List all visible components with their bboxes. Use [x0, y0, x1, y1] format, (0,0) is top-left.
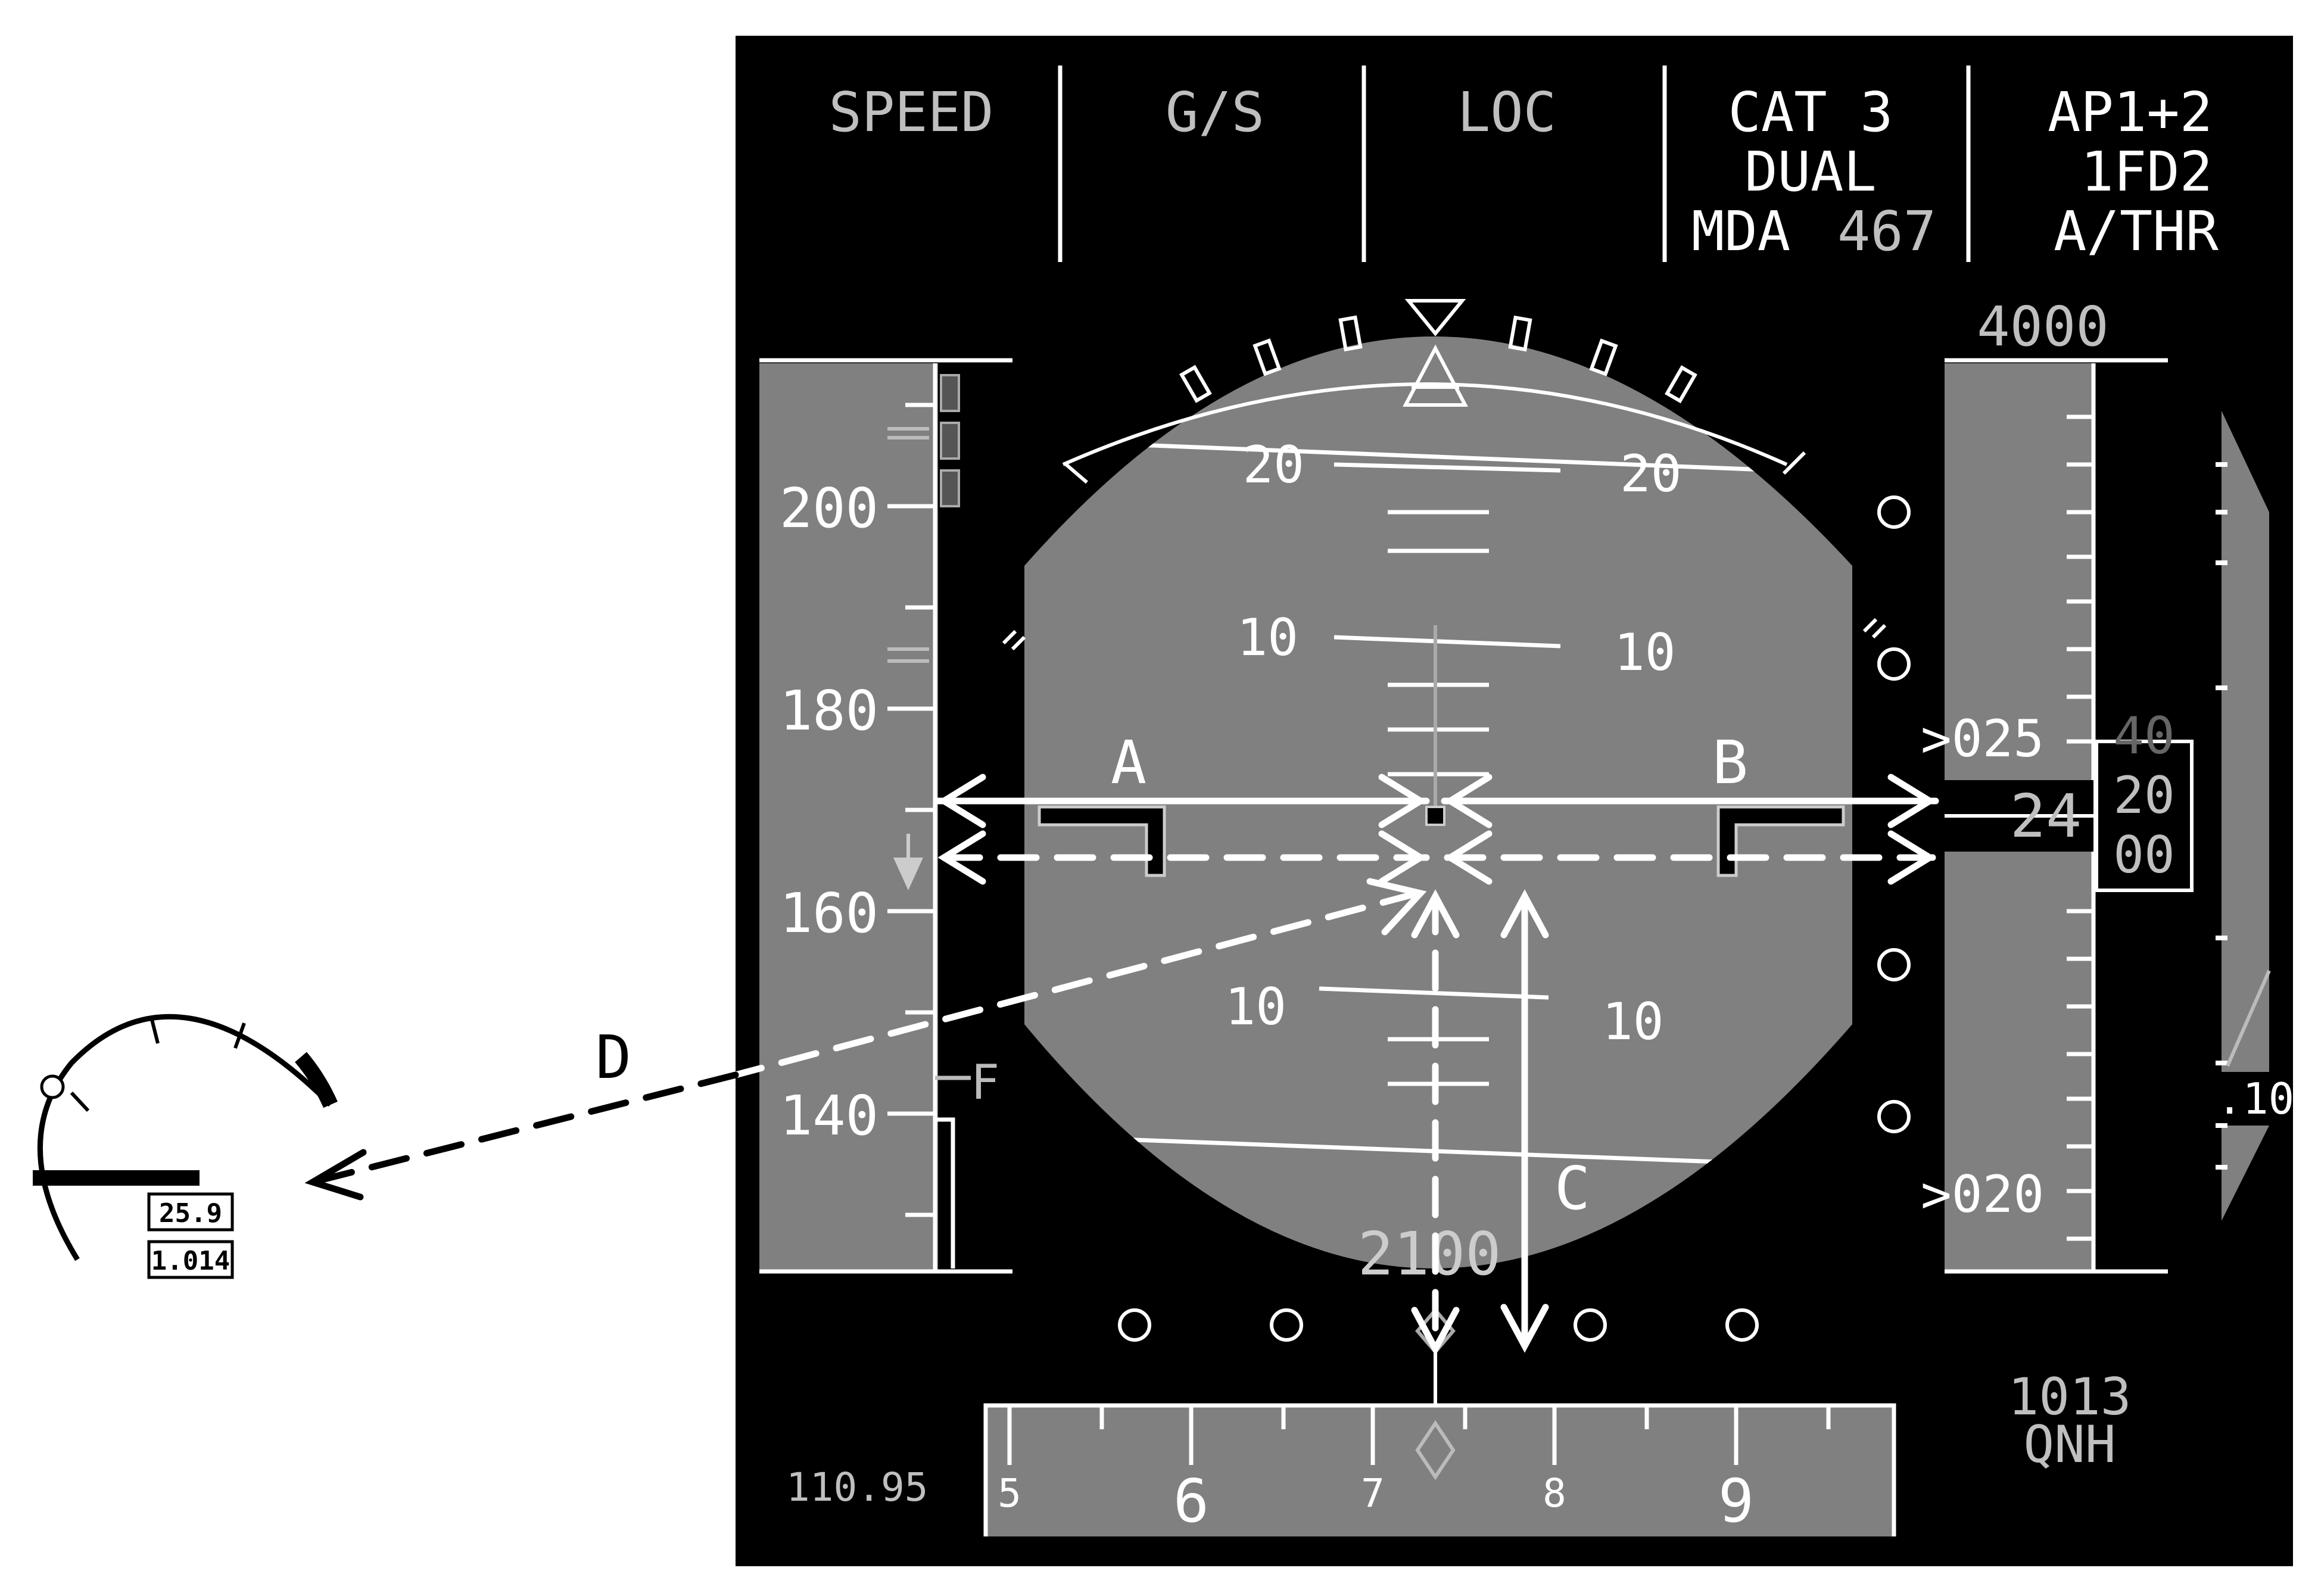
baro-value: 1013	[2008, 1367, 2131, 1427]
fma-athr: A/THR	[2054, 200, 2219, 263]
annotation-c: C	[1554, 1154, 1590, 1223]
altitude-label: >025	[1921, 709, 2044, 769]
speed-tape: 200 180 160 140 F	[759, 358, 1012, 1274]
attitude-sphere: 20 10 10 20 10 10 2100	[1002, 299, 1887, 1289]
altitude-label: >020	[1921, 1165, 2044, 1224]
vsi-scale-label: .10	[2217, 1074, 2294, 1124]
heading-label: 8	[1543, 1470, 1566, 1516]
ils-frequency: 110.95	[786, 1464, 928, 1510]
radio-altitude: 2100	[1358, 1219, 1501, 1289]
fma-row: SPEED G/S LOC CAT 3 DUAL MDA 467 AP1+2 1…	[829, 66, 2219, 263]
annotation-d: D	[596, 1023, 631, 1092]
pitch-label-left: 10	[1225, 977, 1286, 1037]
heading-tape: 5 6 7 8 9 110.95	[786, 1352, 1896, 1536]
fma-ap: AP1+2	[2048, 80, 2213, 144]
pitch-label-left: 20	[1242, 435, 1304, 495]
heading-label: 5	[998, 1470, 1021, 1516]
f-speed-marker: F	[971, 1055, 999, 1110]
altitude-current: 24	[2010, 781, 2082, 851]
fma-loc: LOC	[1457, 80, 1556, 144]
gauge-value-top: 25.9	[159, 1198, 222, 1229]
speed-label: 140	[780, 1084, 878, 1148]
pitch-label-left: 10	[1236, 608, 1298, 668]
speed-label: 200	[780, 476, 878, 540]
baro-setting: 1013 QNH	[2008, 1367, 2131, 1475]
aircraft-symbol	[1038, 805, 1845, 877]
pitch-label-right: 10	[1614, 623, 1676, 682]
speed-label: 160	[780, 881, 878, 945]
speed-label: 180	[780, 679, 878, 743]
pitch-label-right: 20	[1620, 444, 1682, 504]
fma-mda-label: MDA	[1691, 200, 1790, 263]
arrow-d	[304, 878, 1427, 1201]
altitude-drum: 40	[2113, 706, 2175, 766]
altitude-tape: 4000 >025 >020 24 40 20 00	[1921, 295, 2194, 1274]
engine-gauge: 25.9 1.014	[33, 1014, 338, 1279]
fma-cat: CAT 3	[1728, 80, 1893, 144]
heading-label: 9	[1718, 1466, 1754, 1536]
altitude-target: 4000	[1977, 295, 2109, 359]
annotation-b: B	[1712, 728, 1748, 797]
vsi: .10	[2216, 411, 2294, 1221]
fma-dual: DUAL	[1744, 140, 1877, 204]
fma-fd: 1FD2	[2080, 140, 2213, 204]
annotation-a: A	[1111, 728, 1146, 797]
fma-speed: SPEED	[829, 80, 994, 144]
fma-mda-value: 467	[1837, 200, 1936, 263]
gauge-value-bottom: 1.014	[151, 1246, 230, 1276]
baro-label: QNH	[2023, 1415, 2116, 1475]
altitude-drum: 20	[2113, 766, 2175, 825]
heading-label: 6	[1173, 1466, 1209, 1536]
annotation-arrows	[934, 774, 1939, 1356]
altitude-drum: 00	[2113, 825, 2175, 885]
fma-gs: G/S	[1166, 80, 1264, 144]
heading-label: 7	[1361, 1470, 1385, 1516]
pitch-label-right: 10	[1602, 992, 1664, 1052]
